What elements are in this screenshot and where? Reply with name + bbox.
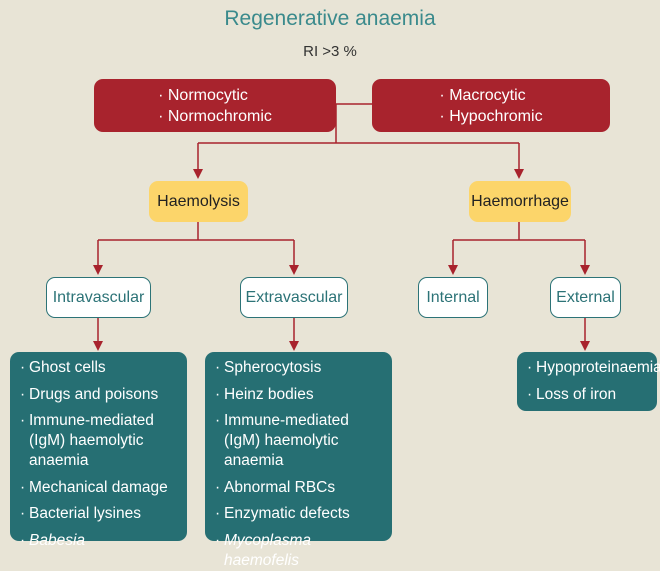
haemolysis-label: Haemolysis (157, 192, 240, 210)
list-item: ·Bacterial lysines (20, 505, 141, 522)
internal-label: Internal (426, 288, 480, 306)
list-item: ·Drugs and poisons (20, 385, 159, 403)
list-item: ·Ghost cells (20, 359, 106, 376)
extravascular-causes-list: ·Spherocytosis ·Heinz bodies ·Immune-med… (205, 352, 392, 569)
normocytic-label: Normocytic (158, 85, 272, 106)
external-box: External (550, 277, 621, 318)
haemorrhage-box: Haemorrhage (469, 181, 571, 222)
list-item: ·Immune-mediated (IgM) haemolytic anaemi… (215, 412, 349, 469)
list-item: ·Mycoplasma haemofelis (215, 531, 311, 569)
haemorrhage-label: Haemorrhage (471, 192, 569, 210)
list-item: ·Immune-mediated (IgM) haemolytic anaemi… (20, 412, 154, 469)
connector-lines (93, 103, 590, 351)
normochromic-label: Normochromic (158, 106, 272, 127)
intravascular-causes-list: ·Ghost cells ·Drugs and poisons ·Immune-… (10, 352, 187, 549)
diagram-subtitle: RI >3 % (303, 43, 357, 60)
list-item: ·Spherocytosis (215, 359, 322, 376)
list-item: ·Enzymatic defects (215, 505, 350, 522)
intravascular-box: Intravascular (46, 277, 151, 318)
haemolysis-box: Haemolysis (149, 181, 248, 222)
external-label: External (556, 288, 615, 306)
hypochromic-label: Hypochromic (439, 106, 542, 127)
extravascular-label: Extravascular (245, 288, 343, 306)
extravascular-box: Extravascular (240, 277, 348, 318)
list-item: ·Babesia (20, 531, 86, 549)
list-item: ·Mechanical damage (20, 478, 168, 496)
internal-box: Internal (418, 277, 488, 318)
list-item: ·Heinz bodies (215, 385, 314, 403)
macrocytic-hypochromic-box: Macrocytic Hypochromic (372, 79, 610, 132)
diagram-title: Regenerative anaemia (224, 7, 436, 30)
list-item: ·Abnormal RBCs (215, 478, 336, 496)
list-item: ·Loss of iron (527, 385, 617, 403)
list-item: ·Hypoproteinaemia (527, 359, 660, 376)
intravascular-label: Intravascular (52, 288, 145, 306)
external-causes-list: ·Hypoproteinaemia ·Loss of iron (517, 352, 660, 411)
normocytic-normochromic-box: Normocytic Normochromic (94, 79, 336, 132)
macrocytic-label: Macrocytic (439, 85, 542, 106)
